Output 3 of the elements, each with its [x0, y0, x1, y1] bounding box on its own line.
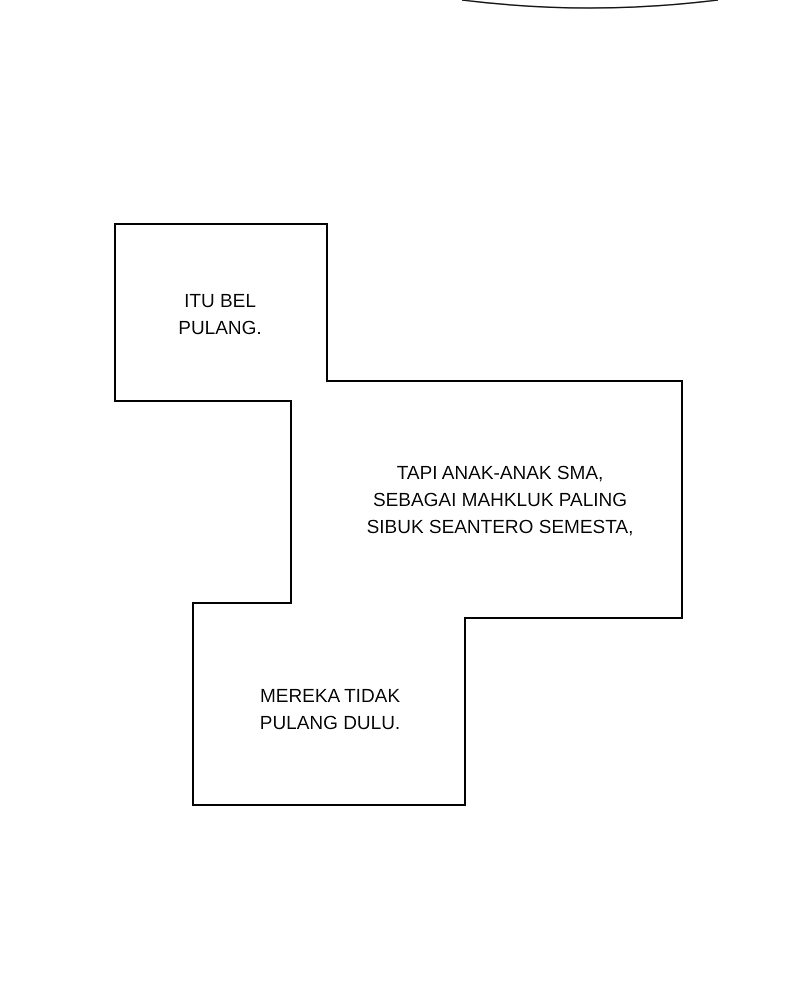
caption-text: TAPI ANAK-ANAK SMA, SEBAGAI MAHKLUK PALING SIBUK SEANTERO SEMESTA, [366, 462, 634, 540]
caption-text: ITU BEL PULANG. [177, 290, 263, 341]
caption-text: MEREKA TIDAK PULANG DULU. [258, 685, 402, 736]
